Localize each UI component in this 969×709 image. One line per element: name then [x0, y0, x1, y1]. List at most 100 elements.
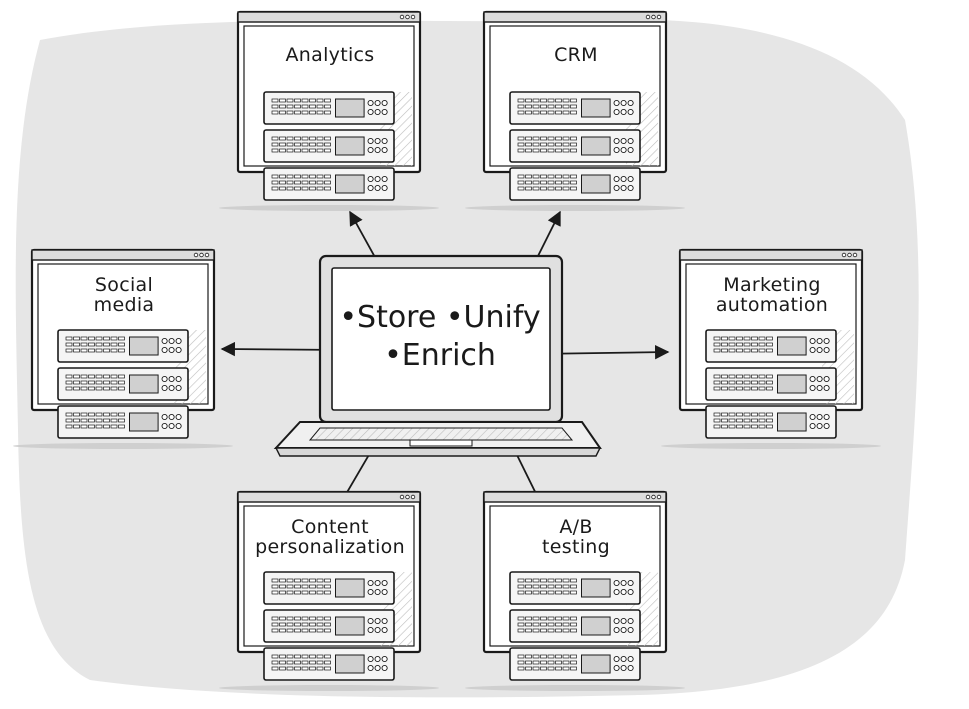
- server-slot: [758, 412, 766, 417]
- server-slot: [316, 110, 324, 115]
- server-slot: [555, 616, 562, 621]
- server-slot: [95, 386, 103, 391]
- server-slot: [309, 628, 316, 633]
- server-slot: [743, 424, 751, 429]
- server-slot: [279, 660, 286, 665]
- server-slot: [570, 584, 577, 589]
- server-slot: [88, 374, 95, 379]
- server-button: [627, 664, 634, 672]
- server-button: [367, 184, 374, 192]
- server-slot: [73, 386, 80, 391]
- server-slot: [294, 104, 301, 109]
- server-slot: [540, 590, 547, 595]
- server-slot: [540, 616, 547, 621]
- server-button: [620, 579, 627, 587]
- server-display: [335, 174, 365, 194]
- server-unit: [509, 609, 641, 643]
- server-slot: [286, 174, 294, 179]
- server-button: [374, 664, 381, 672]
- server-button: [627, 175, 634, 183]
- server-slot: [301, 628, 309, 633]
- server-button: [175, 346, 182, 354]
- label-social-media: Social media: [34, 275, 214, 316]
- server-slot: [570, 616, 577, 621]
- server-slot: [713, 424, 721, 429]
- server-button: [381, 626, 388, 634]
- server-slot: [555, 186, 562, 191]
- server-slot: [736, 386, 743, 391]
- server-slot: [555, 578, 562, 583]
- server-button: [627, 108, 634, 116]
- server-slot: [294, 628, 301, 633]
- server-button: [823, 346, 830, 354]
- server-slot: [728, 412, 736, 417]
- server-slot: [547, 666, 555, 671]
- server-unit: [509, 167, 641, 201]
- server-slot: [294, 136, 301, 141]
- server-slot: [555, 110, 562, 115]
- server-display: [581, 98, 611, 118]
- server-slot: [294, 660, 301, 665]
- server-slot: [547, 174, 555, 179]
- server-button: [620, 146, 627, 154]
- server-display: [335, 616, 365, 636]
- server-slot: [728, 342, 736, 347]
- server-slot: [736, 380, 743, 385]
- label-analytics: Analytics: [285, 44, 375, 66]
- server-slot: [95, 348, 103, 353]
- server-slot: [316, 654, 324, 659]
- server-slot: [301, 142, 309, 147]
- server-slot: [286, 142, 294, 147]
- server-unit: [509, 91, 641, 125]
- server-slot: [721, 418, 728, 423]
- server-button: [374, 184, 381, 192]
- server-slot: [294, 186, 301, 191]
- server-slot: [279, 110, 286, 115]
- window-control-icon: [841, 252, 847, 258]
- server-slot: [294, 174, 301, 179]
- server-slot: [532, 136, 540, 141]
- server-button: [620, 626, 627, 634]
- server-slot: [562, 174, 570, 179]
- server-slot: [547, 654, 555, 659]
- server-slot: [517, 148, 525, 153]
- server-slot: [324, 136, 331, 141]
- server-slot: [547, 142, 555, 147]
- server-slot: [118, 380, 125, 385]
- server-slot: [286, 578, 294, 583]
- server-button: [809, 413, 816, 421]
- server-slot: [532, 628, 540, 633]
- server-slot: [286, 628, 294, 633]
- server-slot: [279, 654, 286, 659]
- server-display: [581, 174, 611, 194]
- server-slot: [294, 666, 301, 671]
- server-slot: [271, 660, 279, 665]
- server-button: [374, 588, 381, 596]
- node-marketing-automation: [661, 248, 881, 449]
- server-slot: [65, 412, 73, 417]
- server-button: [367, 579, 374, 587]
- server-slot: [279, 584, 286, 589]
- server-slot: [532, 590, 540, 595]
- server-slot: [73, 336, 80, 341]
- server-slot: [525, 578, 532, 583]
- window-control-icon: [847, 252, 852, 258]
- server-button: [381, 664, 388, 672]
- server-slot: [286, 616, 294, 621]
- server-button: [381, 184, 388, 192]
- node-analytics: [219, 10, 439, 211]
- server-slot: [517, 186, 525, 191]
- server-slot: [73, 418, 80, 423]
- hub-text-line2: •Enrich: [384, 337, 496, 373]
- server-button: [809, 384, 816, 392]
- server-slot: [517, 590, 525, 595]
- server-slot: [118, 424, 125, 429]
- server-slot: [540, 174, 547, 179]
- server-slot: [555, 622, 562, 627]
- server-unit: [509, 129, 641, 163]
- server-slot: [271, 98, 279, 103]
- server-slot: [562, 104, 570, 109]
- server-button: [613, 579, 620, 587]
- server-slot: [301, 660, 309, 665]
